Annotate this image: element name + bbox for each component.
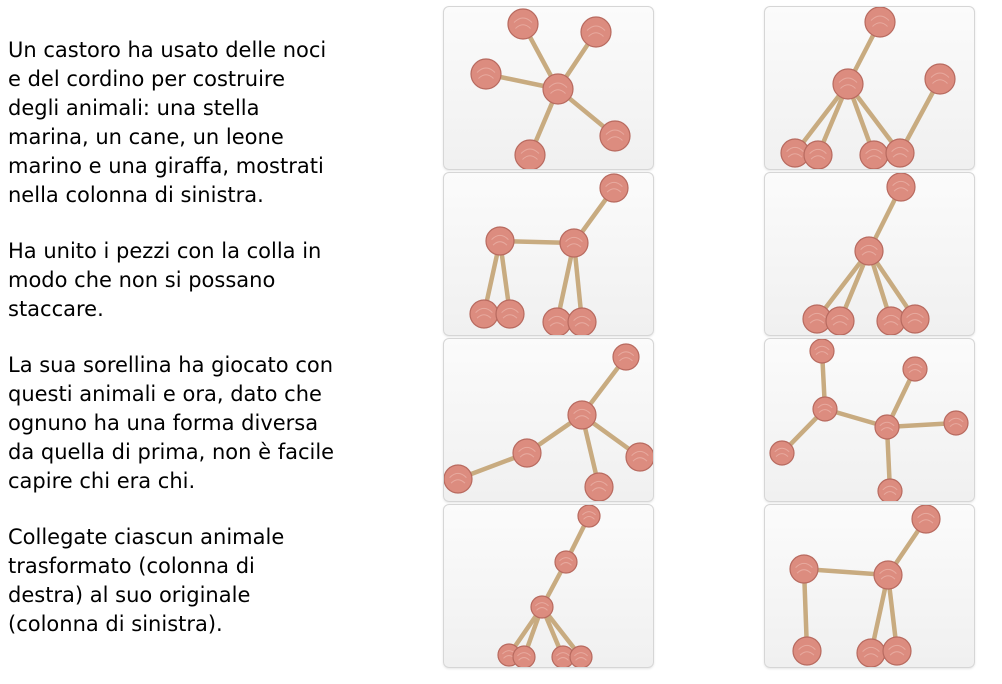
original-animal-card-cane[interactable] — [443, 172, 654, 336]
nut — [769, 440, 795, 466]
nut — [569, 645, 593, 667]
nut — [943, 410, 969, 436]
task-paragraph-3: La sua sorellina ha giocato con questi a… — [8, 353, 335, 493]
original-animal-card-leone-marino[interactable] — [443, 338, 654, 502]
nut — [567, 400, 597, 430]
nut — [580, 16, 612, 48]
nut — [554, 550, 578, 574]
nut — [512, 645, 536, 667]
nut — [444, 464, 473, 494]
transformed-animal-card-trasformato-1[interactable] — [764, 6, 975, 170]
nut — [873, 560, 903, 590]
nut — [886, 173, 916, 202]
nut — [470, 58, 502, 90]
nut — [542, 73, 574, 105]
nut — [530, 595, 554, 619]
nut — [864, 7, 896, 38]
task-paragraph-1: Un castoro ha usato delle noci e del cor… — [8, 38, 327, 207]
nut — [485, 226, 515, 256]
task-paragraph-4: Collegate ciascun animale trasformato (c… — [8, 525, 285, 636]
nut — [599, 173, 629, 203]
nut — [885, 138, 915, 168]
nut — [859, 140, 889, 169]
nut — [924, 63, 956, 95]
nut — [495, 299, 525, 329]
nut-figure — [469, 173, 629, 335]
nut-figure — [470, 8, 631, 169]
nut — [612, 343, 640, 371]
nut — [854, 236, 884, 266]
nut — [577, 505, 601, 528]
task-description: Un castoro ha usato delle noci e del cor… — [8, 36, 398, 666]
nut — [803, 140, 833, 169]
nut — [567, 307, 597, 335]
nut — [876, 306, 906, 335]
nut — [469, 299, 499, 329]
nut-figure — [497, 505, 601, 667]
nut-figure — [780, 7, 956, 169]
nut — [512, 438, 542, 468]
nut — [902, 356, 928, 382]
nut — [882, 636, 912, 666]
nut — [542, 307, 572, 335]
transformed-animal-card-trasformato-2[interactable] — [764, 172, 975, 336]
nut-figure — [789, 505, 941, 667]
nut — [832, 68, 864, 100]
nut — [812, 396, 838, 422]
nut — [792, 636, 822, 666]
nut-figure — [444, 343, 653, 501]
nut — [780, 138, 810, 168]
nut — [789, 554, 819, 584]
nut — [584, 472, 614, 501]
original-animal-card-stella-marina[interactable] — [443, 6, 654, 170]
nut — [900, 304, 930, 334]
nut-figure — [769, 339, 969, 501]
nut — [507, 8, 539, 40]
task-paragraph-2: Ha unito i pezzi con la colla in modo ch… — [8, 239, 322, 321]
nut — [599, 120, 631, 152]
transformed-animal-card-trasformato-3[interactable] — [764, 338, 975, 502]
nut — [825, 306, 855, 335]
nut — [877, 478, 903, 501]
nut — [559, 228, 589, 258]
nut — [874, 414, 900, 440]
original-animal-card-giraffa[interactable] — [443, 504, 654, 668]
nut — [514, 139, 546, 169]
nut — [809, 339, 835, 364]
nut-figure — [802, 173, 930, 335]
nut — [856, 638, 886, 667]
transformed-animal-card-trasformato-4[interactable] — [764, 504, 975, 668]
nut — [911, 505, 941, 534]
nut — [625, 442, 653, 472]
